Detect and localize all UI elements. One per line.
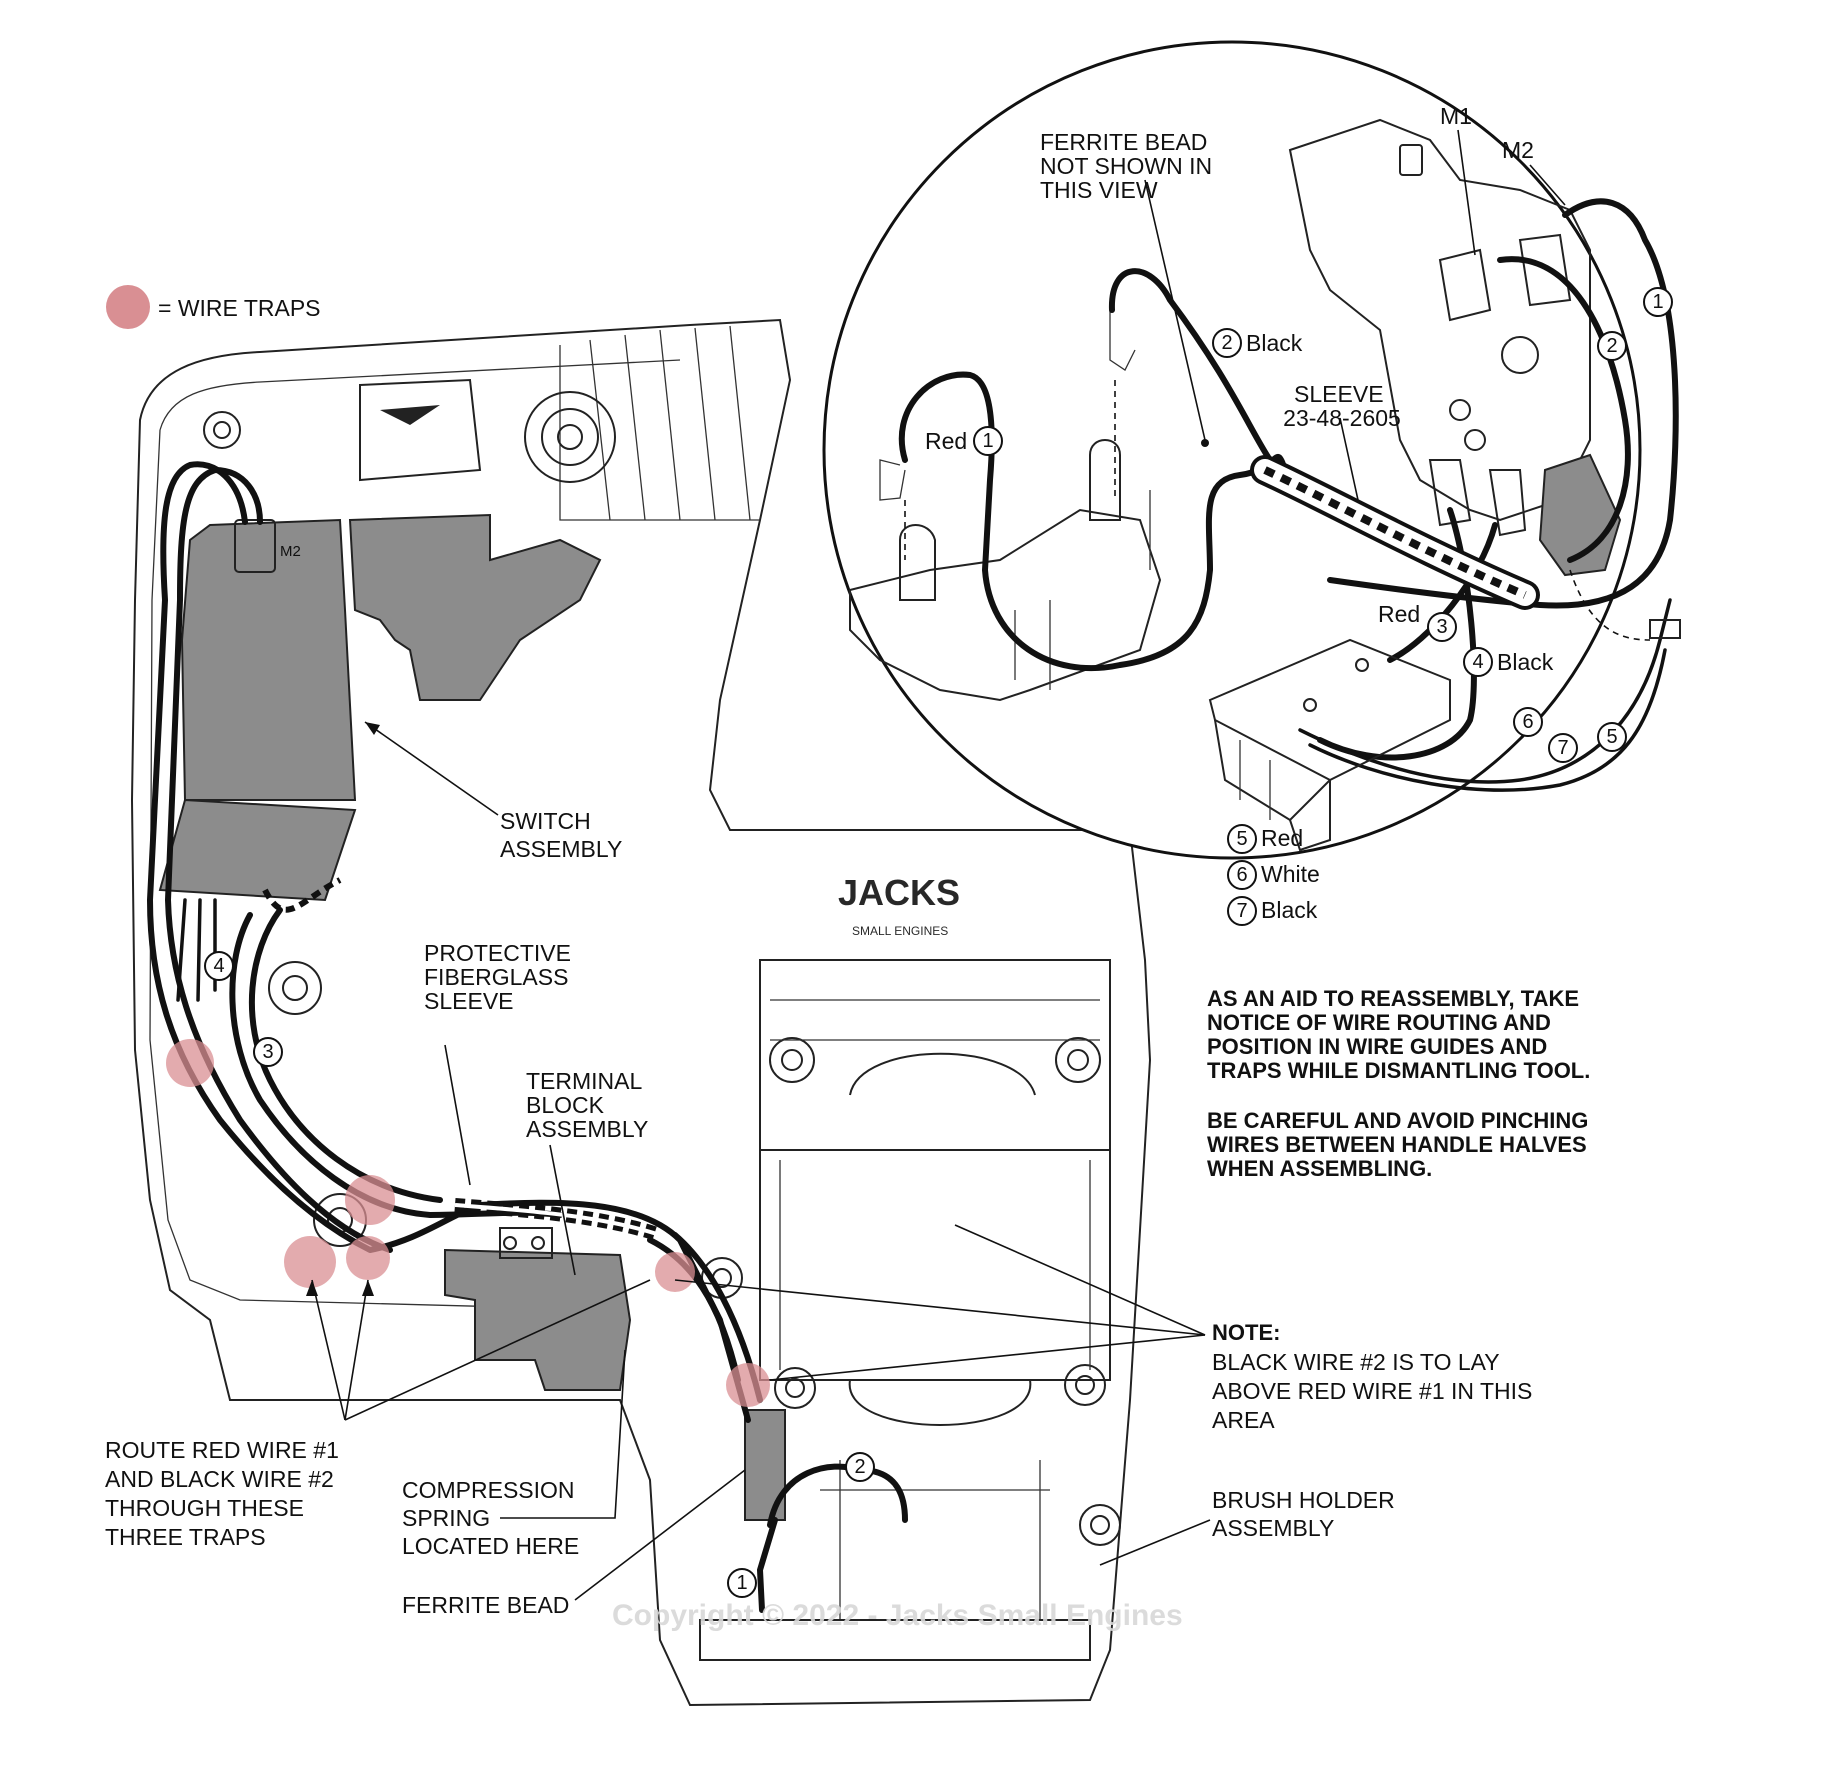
note-body: BLACK WIRE #2 IS TO LAY ABOVE RED WIRE #…	[1212, 1349, 1539, 1433]
main-wire-number: 1	[736, 1572, 747, 1594]
direction-selector	[359, 378, 616, 483]
key-color: Red	[1261, 825, 1303, 851]
watermark-logo: JACKS	[838, 872, 960, 913]
key-color: White	[1261, 861, 1320, 887]
detail-wire-color: Red	[1378, 601, 1420, 627]
detail-brush-holder	[849, 439, 1162, 702]
detail-wire-labels: 1 Red 2 Black 3 Red 4 Black 1 2 6 7 5	[925, 287, 1673, 763]
detail-view: M1 M2 FERRITE	[822, 40, 1681, 926]
switch-m2-label: M2	[280, 543, 301, 560]
detail-m2-label: M2	[1502, 137, 1534, 163]
detail-wire-color: Black	[1497, 649, 1554, 675]
switch-internal-dashed-wire	[262, 877, 342, 913]
ferrite-bead-part	[744, 1409, 786, 1521]
key-number: 6	[1236, 864, 1247, 886]
terminal-block-assembly	[444, 1227, 632, 1391]
note-title: NOTE:	[1212, 1320, 1280, 1345]
switch-assembly: M2	[158, 513, 602, 902]
detail-wire-number: 2	[1221, 332, 1232, 354]
detail-m1-label: M1	[1440, 103, 1472, 129]
tool-housing	[130, 318, 1152, 1707]
wire-trap	[655, 1252, 695, 1292]
detail-wire-number: 1	[982, 430, 993, 452]
detail-wire-number: 7	[1557, 737, 1568, 759]
watermark: JACKS SMALL ENGINES Copyright © 2022 - J…	[612, 872, 1183, 1632]
legend-label: = WIRE TRAPS	[158, 295, 321, 321]
sleeve-part-label: SLEEVE 23-48-2605	[1283, 381, 1401, 431]
terminal-block-label: TERMINAL BLOCK ASSEMBLY	[526, 1068, 648, 1142]
motor-housing	[699, 959, 1111, 1661]
wire-trap	[284, 1236, 336, 1288]
key-color: Black	[1261, 897, 1318, 923]
detail-switch-wire-number: 2	[1606, 335, 1617, 357]
main-wire-number: 4	[213, 955, 224, 977]
wire-trap-legend-swatch	[106, 285, 150, 329]
key-number: 7	[1236, 900, 1247, 922]
protective-sleeve-label: PROTECTIVE FIBERGLASS SLEEVE	[424, 940, 577, 1014]
wire-trap	[166, 1039, 214, 1087]
key-number: 5	[1236, 828, 1247, 850]
compression-spring-label: COMPRESSION SPRING LOCATED HERE	[402, 1477, 581, 1559]
legend: = WIRE TRAPS	[106, 285, 321, 329]
detail-wire-color: Black	[1246, 330, 1303, 356]
copyright-watermark: Copyright © 2022 - Jacks Small Engines	[612, 1599, 1183, 1632]
detail-circle	[822, 40, 1642, 860]
wire-trap	[726, 1363, 770, 1407]
brush-holder-label: BRUSH HOLDER ASSEMBLY	[1212, 1487, 1401, 1541]
ferrite-bead-label: FERRITE BEAD	[402, 1592, 569, 1618]
wire-trap	[345, 1175, 395, 1225]
detail-wire-number: 6	[1522, 711, 1533, 733]
detail-switch: M1 M2	[1288, 103, 1622, 577]
watermark-logo-sub: SMALL ENGINES	[852, 924, 948, 938]
detail-terminal-block	[1208, 638, 1451, 852]
top-vents	[559, 325, 760, 521]
ferrite-not-shown-label: FERRITE BEAD NOT SHOWN IN THIS VIEW	[1040, 129, 1218, 203]
instruction-reassembly: AS AN AID TO REASSEMBLY, TAKE NOTICE OF …	[1207, 986, 1590, 1083]
instructions: AS AN AID TO REASSEMBLY, TAKE NOTICE OF …	[1207, 986, 1594, 1181]
detail-wire-number: 5	[1606, 726, 1617, 748]
main-wire-number: 3	[262, 1041, 273, 1063]
wire-trap	[346, 1236, 390, 1280]
detail-wire-color: Red	[925, 428, 967, 454]
switch-assembly-label: SWITCH ASSEMBLY	[500, 808, 622, 862]
detail-wire-number: 4	[1472, 651, 1483, 673]
main-wire-number: 2	[854, 1456, 865, 1478]
route-wires-label: ROUTE RED WIRE #1 AND BLACK WIRE #2 THRO…	[105, 1437, 345, 1550]
detail-switch-wire-number: 1	[1652, 291, 1663, 313]
detail-wire-number: 3	[1436, 616, 1447, 638]
instruction-pinching: BE CAREFUL AND AVOID PINCHING WIRES BETW…	[1207, 1108, 1594, 1181]
wire-traps	[166, 1039, 770, 1407]
wire-color-key: 5 Red 6 White 7 Black	[1227, 824, 1320, 926]
callouts: SWITCH ASSEMBLY PROTECTIVE FIBERGLASS SL…	[105, 721, 1539, 1618]
main-wire-numbers: 4 3 2 1	[204, 951, 875, 1598]
